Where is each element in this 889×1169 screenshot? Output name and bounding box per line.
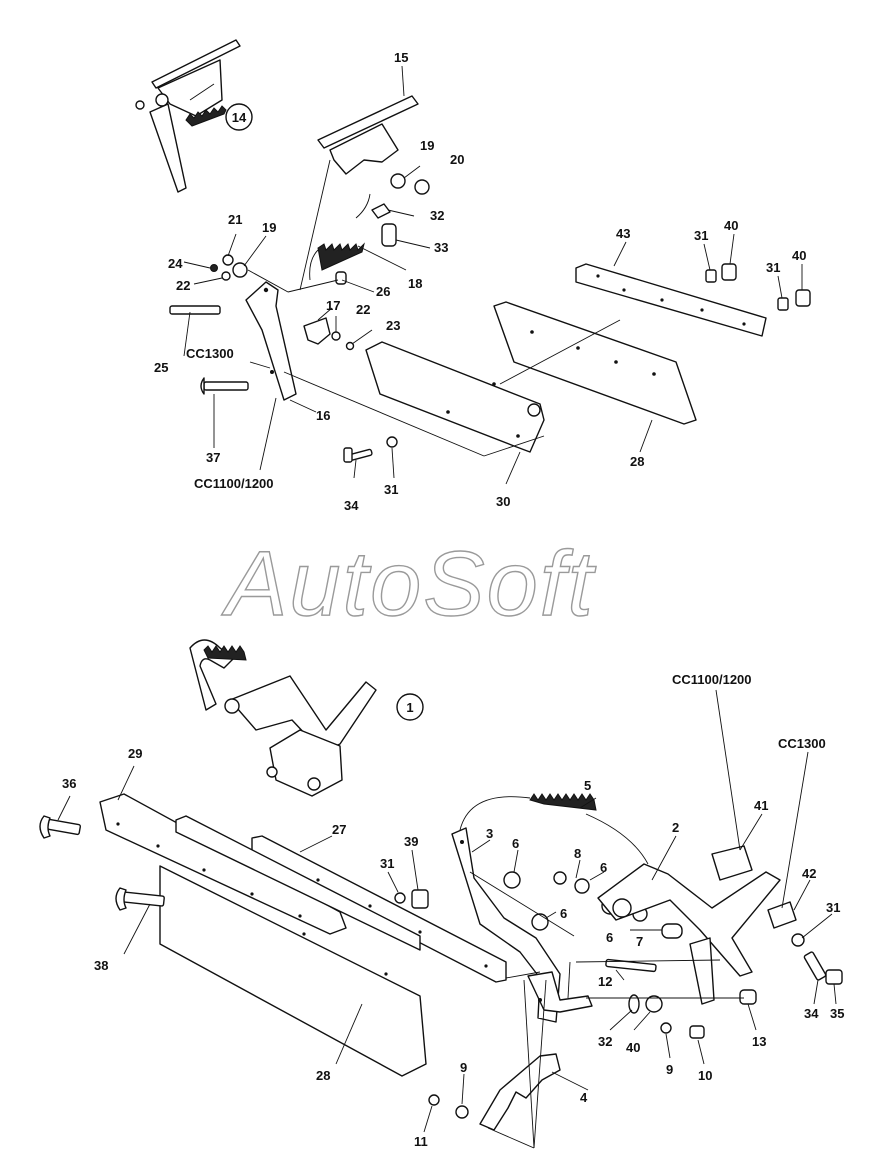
assembly-marker-label-1: 1 — [406, 700, 413, 715]
label-28-bottom: 28 — [316, 1068, 330, 1083]
label-18: 18 — [408, 276, 422, 291]
label-26: 26 — [376, 284, 390, 299]
label-20: 20 — [450, 152, 464, 167]
bottom-right-hardware — [791, 933, 843, 985]
bottom-bolts — [39, 815, 429, 911]
pivot-17 — [303, 317, 331, 345]
label-34-bottom: 34 — [804, 1006, 819, 1021]
label-4: 4 — [580, 1090, 588, 1105]
pedal-plate-15 — [299, 95, 419, 291]
label-8: 8 — [574, 846, 581, 861]
label-40b: 40 — [792, 248, 806, 263]
label-6c: 6 — [560, 906, 567, 921]
label-27: 27 — [332, 822, 346, 837]
block-41 — [711, 845, 753, 881]
label-28-top: 28 — [630, 454, 644, 469]
watermark-text: AutoSoft — [221, 533, 596, 635]
label-6d: 6 — [606, 930, 613, 945]
frame-arm-3 — [451, 827, 593, 1023]
label-24: 24 — [168, 256, 183, 271]
pedal-lever-2 — [597, 863, 781, 1005]
label-34: 34 — [344, 498, 359, 513]
bottom-leaders — [57, 689, 837, 1149]
blade-bar-43 — [575, 263, 767, 337]
lever-bracket-16 — [245, 281, 297, 401]
label-cc1300-bottom: CC1300 — [778, 736, 826, 751]
label-31: 31 — [384, 482, 398, 497]
label-6a: 6 — [512, 836, 519, 851]
label-43: 43 — [616, 226, 630, 241]
top-labels: 15 19 20 32 33 18 21 19 24 22 26 17 22 2… — [154, 50, 806, 513]
label-21: 21 — [228, 212, 242, 227]
label-35: 35 — [830, 1006, 844, 1021]
watermark: AutoSoft — [220, 532, 596, 635]
label-9a: 9 — [666, 1062, 673, 1077]
label-16: 16 — [316, 408, 330, 423]
spring-18 — [309, 193, 371, 281]
label-11: 11 — [414, 1134, 428, 1149]
inset-pedal-1 — [189, 639, 377, 797]
label-2: 2 — [672, 820, 679, 835]
label-38: 38 — [94, 958, 108, 973]
label-33: 33 — [434, 240, 448, 255]
assembly-marker-label: 14 — [232, 110, 247, 125]
label-6b: 6 — [600, 860, 607, 875]
lower-assembly: 1 — [39, 639, 844, 1149]
label-13: 13 — [752, 1034, 766, 1049]
label-7: 7 — [636, 934, 643, 949]
label-29: 29 — [128, 746, 142, 761]
label-19b: 19 — [262, 220, 276, 235]
label-31-right: 31 — [826, 900, 840, 915]
label-12: 12 — [598, 974, 612, 989]
label-32-bottom: 32 — [598, 1034, 612, 1049]
plate-28-top — [493, 301, 697, 425]
label-9b: 9 — [460, 1060, 467, 1075]
label-cc1100-1200-bottom: CC1100/1200 — [672, 672, 752, 687]
support-bar-30 — [365, 341, 545, 453]
label-31b: 31 — [694, 228, 708, 243]
assembly-marker-1 — [396, 693, 424, 721]
label-10: 10 — [698, 1068, 712, 1083]
label-36: 36 — [62, 776, 76, 791]
blade-28-bottom — [159, 865, 427, 1077]
spring-5 — [459, 793, 649, 865]
link-4 — [428, 1053, 561, 1131]
inset-pedal-14 — [135, 39, 241, 193]
top-hardware — [169, 173, 811, 463]
label-39: 39 — [404, 834, 418, 849]
label-3: 3 — [486, 826, 493, 841]
label-41: 41 — [754, 798, 768, 813]
label-cc1100-1200-top: CC1100/1200 — [194, 476, 274, 491]
assembly-marker-14 — [225, 103, 253, 131]
plate-27 — [175, 815, 507, 983]
label-42: 42 — [802, 866, 816, 881]
label-22b: 22 — [356, 302, 370, 317]
label-23: 23 — [386, 318, 400, 333]
label-30: 30 — [496, 494, 510, 509]
label-cc1300-top: CC1300 — [186, 346, 234, 361]
label-40-bottom: 40 — [626, 1040, 640, 1055]
label-25: 25 — [154, 360, 168, 375]
label-17: 17 — [326, 298, 340, 313]
bar-29 — [99, 793, 347, 935]
label-19: 19 — [420, 138, 434, 153]
label-22: 22 — [176, 278, 190, 293]
upper-assembly: 14 — [135, 39, 811, 513]
label-31-bottom: 31 — [380, 856, 394, 871]
top-leaders — [183, 65, 803, 485]
label-31c: 31 — [766, 260, 780, 275]
label-37: 37 — [206, 450, 220, 465]
label-32: 32 — [430, 208, 444, 223]
bottom-labels: 36 29 38 27 31 39 28 3 6 8 6 6 6 5 2 7 1… — [62, 672, 844, 1149]
label-15: 15 — [394, 50, 408, 65]
label-40: 40 — [724, 218, 738, 233]
label-5: 5 — [584, 778, 591, 793]
